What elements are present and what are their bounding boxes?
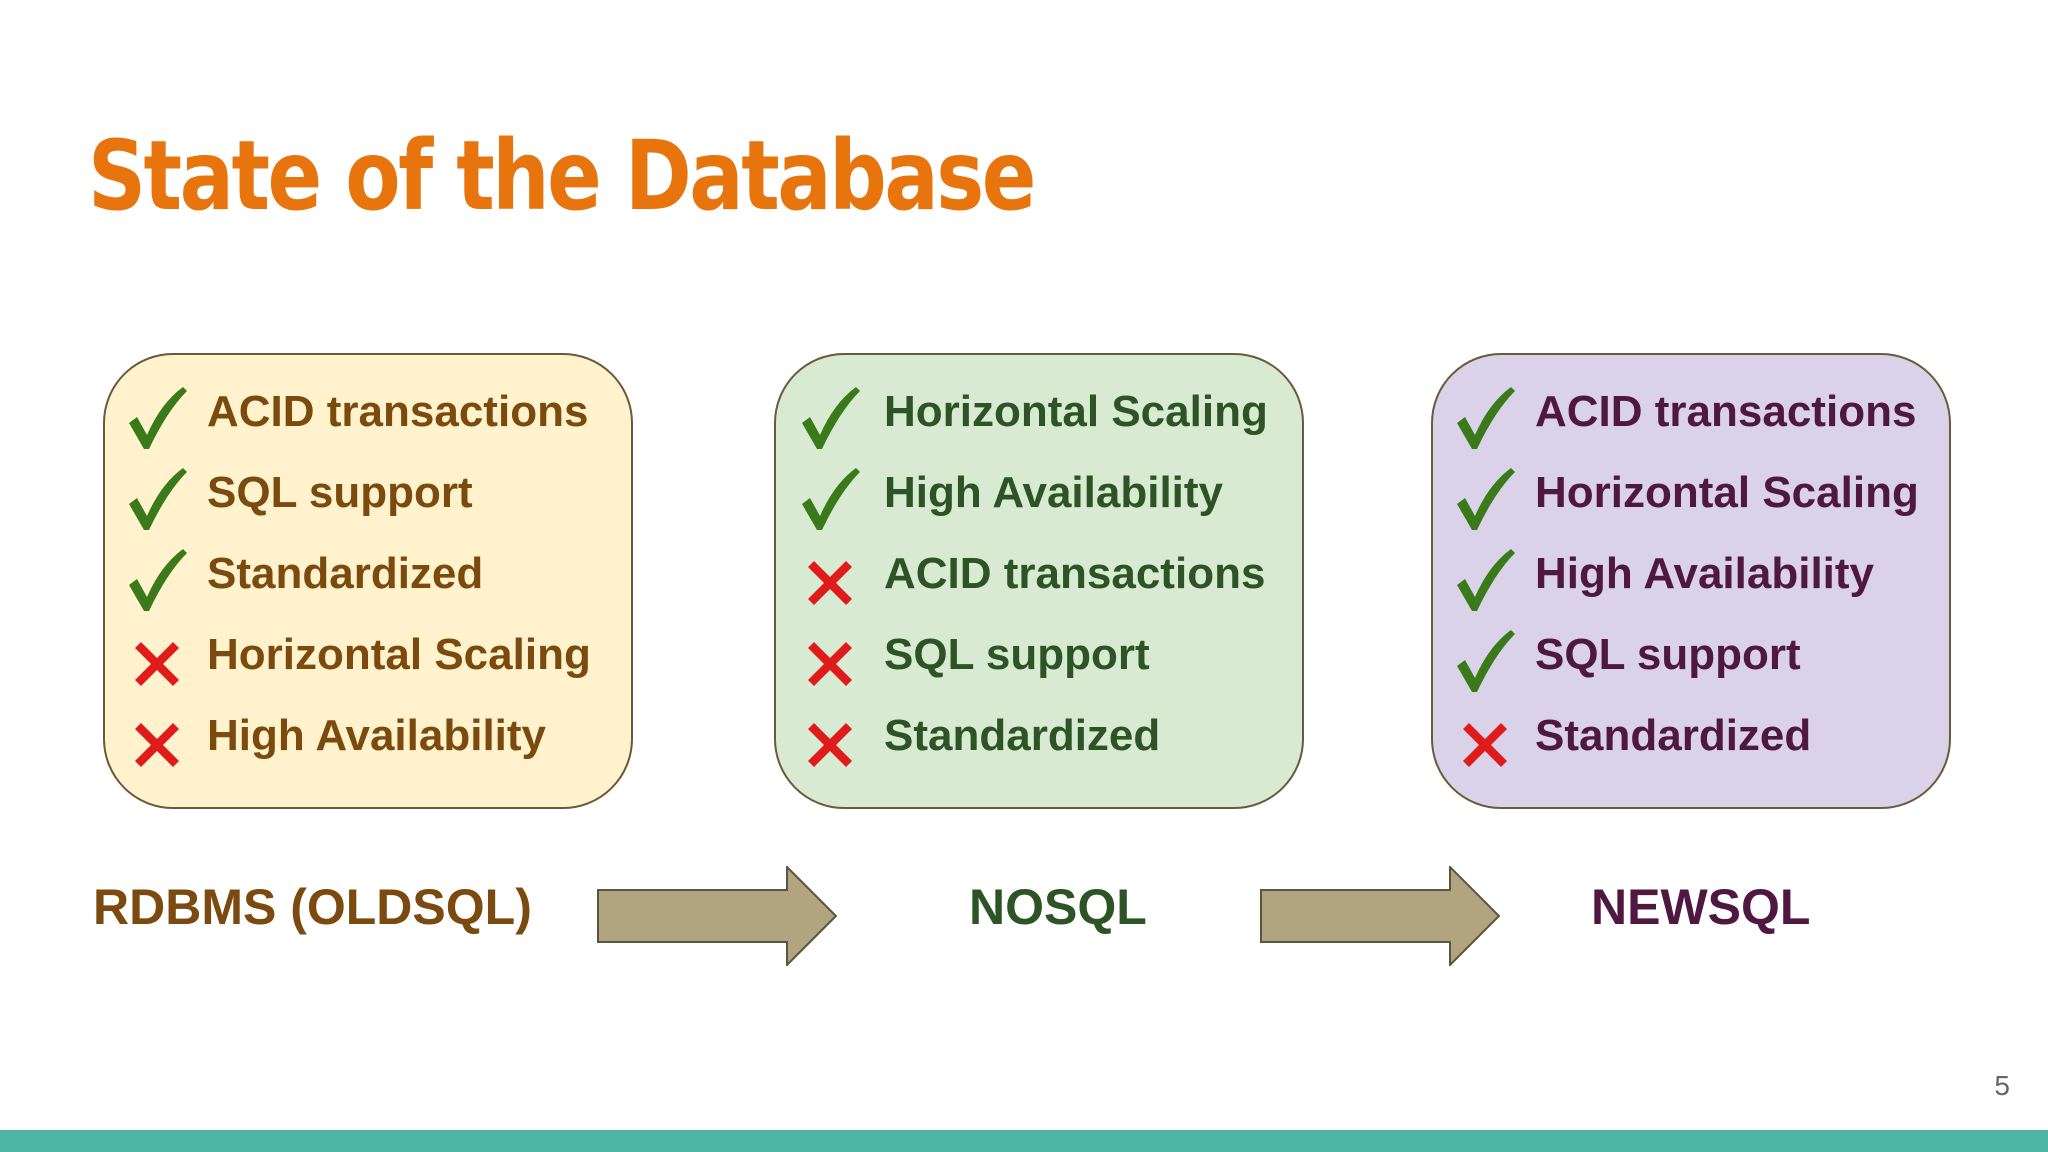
check-icon <box>1453 626 1517 696</box>
feature-label: SQL support <box>1535 630 1801 679</box>
feature-item: High Availability <box>776 460 1302 541</box>
feature-item: SQL support <box>1433 622 1949 703</box>
feature-label: SQL support <box>207 468 473 517</box>
cross-icon <box>1453 707 1517 777</box>
slide-title: State of the Database <box>88 120 1036 232</box>
cross-icon <box>798 626 862 696</box>
check-icon <box>125 464 189 534</box>
feature-item: High Availability <box>1433 541 1949 622</box>
check-icon <box>1453 545 1517 615</box>
feature-label: Standardized <box>1535 711 1812 760</box>
feature-label: Standardized <box>207 549 484 598</box>
nosql-category-label: NOSQL <box>969 879 1147 935</box>
cross-icon <box>798 545 862 615</box>
check-icon <box>125 545 189 615</box>
feature-item: ACID transactions <box>105 379 631 460</box>
check-icon <box>1453 383 1517 453</box>
feature-item: Standardized <box>776 703 1302 784</box>
cross-icon <box>125 626 189 696</box>
feature-item: ACID transactions <box>1433 379 1949 460</box>
feature-label: Standardized <box>884 711 1161 760</box>
check-icon <box>798 383 862 453</box>
page-number: 5 <box>1994 1070 2010 1101</box>
feature-item: Standardized <box>105 541 631 622</box>
feature-item: SQL support <box>105 460 631 541</box>
feature-label: Horizontal Scaling <box>207 630 591 679</box>
check-icon <box>1453 464 1517 534</box>
feature-label: ACID transactions <box>207 387 589 436</box>
feature-item: Horizontal Scaling <box>105 622 631 703</box>
right-arrow-icon <box>597 866 837 966</box>
check-icon <box>798 464 862 534</box>
rdbms-category-label: RDBMS (OLDSQL) <box>93 879 532 935</box>
feature-label: ACID transactions <box>1535 387 1917 436</box>
feature-label: Horizontal Scaling <box>884 387 1268 436</box>
feature-item: Standardized <box>1433 703 1949 784</box>
feature-label: SQL support <box>884 630 1150 679</box>
nosql-feature-box: Horizontal Scaling High Availability ACI… <box>774 353 1304 809</box>
right-arrow-icon <box>1260 866 1500 966</box>
feature-label: High Availability <box>1535 549 1875 598</box>
check-icon <box>125 383 189 453</box>
feature-item: High Availability <box>105 703 631 784</box>
cross-icon <box>798 707 862 777</box>
feature-label: High Availability <box>884 468 1224 517</box>
footer-accent-bar <box>0 1130 2048 1152</box>
feature-item: Horizontal Scaling <box>1433 460 1949 541</box>
feature-label: Horizontal Scaling <box>1535 468 1919 517</box>
feature-item: SQL support <box>776 622 1302 703</box>
newsql-category-label: NEWSQL <box>1591 879 1811 935</box>
cross-icon <box>125 707 189 777</box>
feature-label: ACID transactions <box>884 549 1266 598</box>
newsql-feature-box: ACID transactions Horizontal Scaling Hig… <box>1431 353 1951 809</box>
rdbms-feature-box: ACID transactions SQL support Standardiz… <box>103 353 633 809</box>
feature-item: ACID transactions <box>776 541 1302 622</box>
feature-label: High Availability <box>207 711 547 760</box>
feature-item: Horizontal Scaling <box>776 379 1302 460</box>
